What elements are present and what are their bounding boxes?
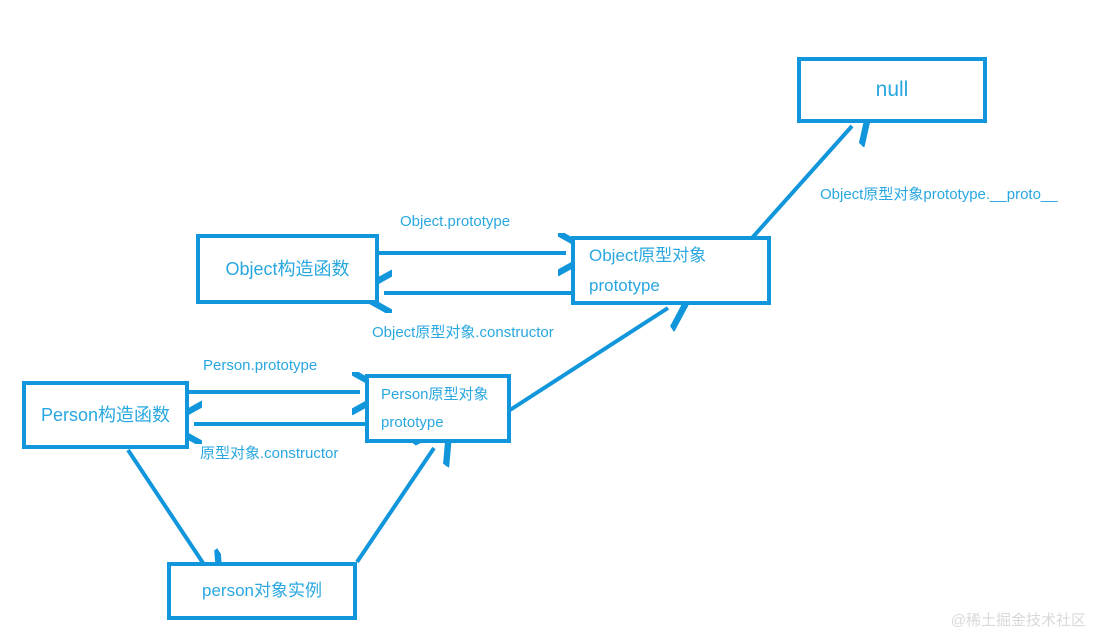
node-null-label: null bbox=[875, 78, 909, 101]
edge-label-person-prototype: Person.prototype bbox=[203, 357, 318, 374]
edge-label-object-prototype: Object.prototype bbox=[400, 213, 511, 230]
node-object-constructor-label: Object构造函数 bbox=[225, 259, 350, 279]
node-person-instance[interactable]: person对象实例 bbox=[167, 562, 357, 620]
edge-label-object-proto-proto: Object原型对象prototype.__proto__ bbox=[820, 186, 1058, 203]
node-null[interactable]: null bbox=[797, 57, 987, 123]
node-person-prototype[interactable]: Person原型对象 prototype bbox=[365, 374, 511, 443]
edge-label-person-constructor: 原型对象.constructor bbox=[200, 445, 339, 462]
edge-person-instance-to-prototype bbox=[355, 448, 434, 564]
node-person-instance-label: person对象实例 bbox=[202, 581, 322, 600]
node-object-constructor[interactable]: Object构造函数 bbox=[196, 234, 379, 304]
watermark: @稀土掘金技术社区 bbox=[950, 612, 1086, 629]
edge-person-prototype-to-object-prototype bbox=[508, 308, 668, 412]
edge-object-prototype-to-null bbox=[750, 126, 852, 240]
edge-person-constructor-to-instance bbox=[126, 448, 205, 566]
node-object-prototype[interactable]: Object原型对象 prototype bbox=[571, 236, 771, 305]
node-object-prototype-label-line1: Object原型对象 bbox=[589, 245, 707, 265]
edge-label-object-constructor: Object原型对象.constructor bbox=[372, 324, 554, 341]
node-person-constructor[interactable]: Person构造函数 bbox=[22, 381, 189, 449]
node-object-prototype-label-line2: prototype bbox=[589, 275, 660, 295]
node-person-prototype-label-line1: Person原型对象 bbox=[381, 385, 489, 403]
node-person-prototype-label-line2: prototype bbox=[381, 413, 444, 431]
node-person-constructor-label: Person构造函数 bbox=[40, 405, 171, 425]
